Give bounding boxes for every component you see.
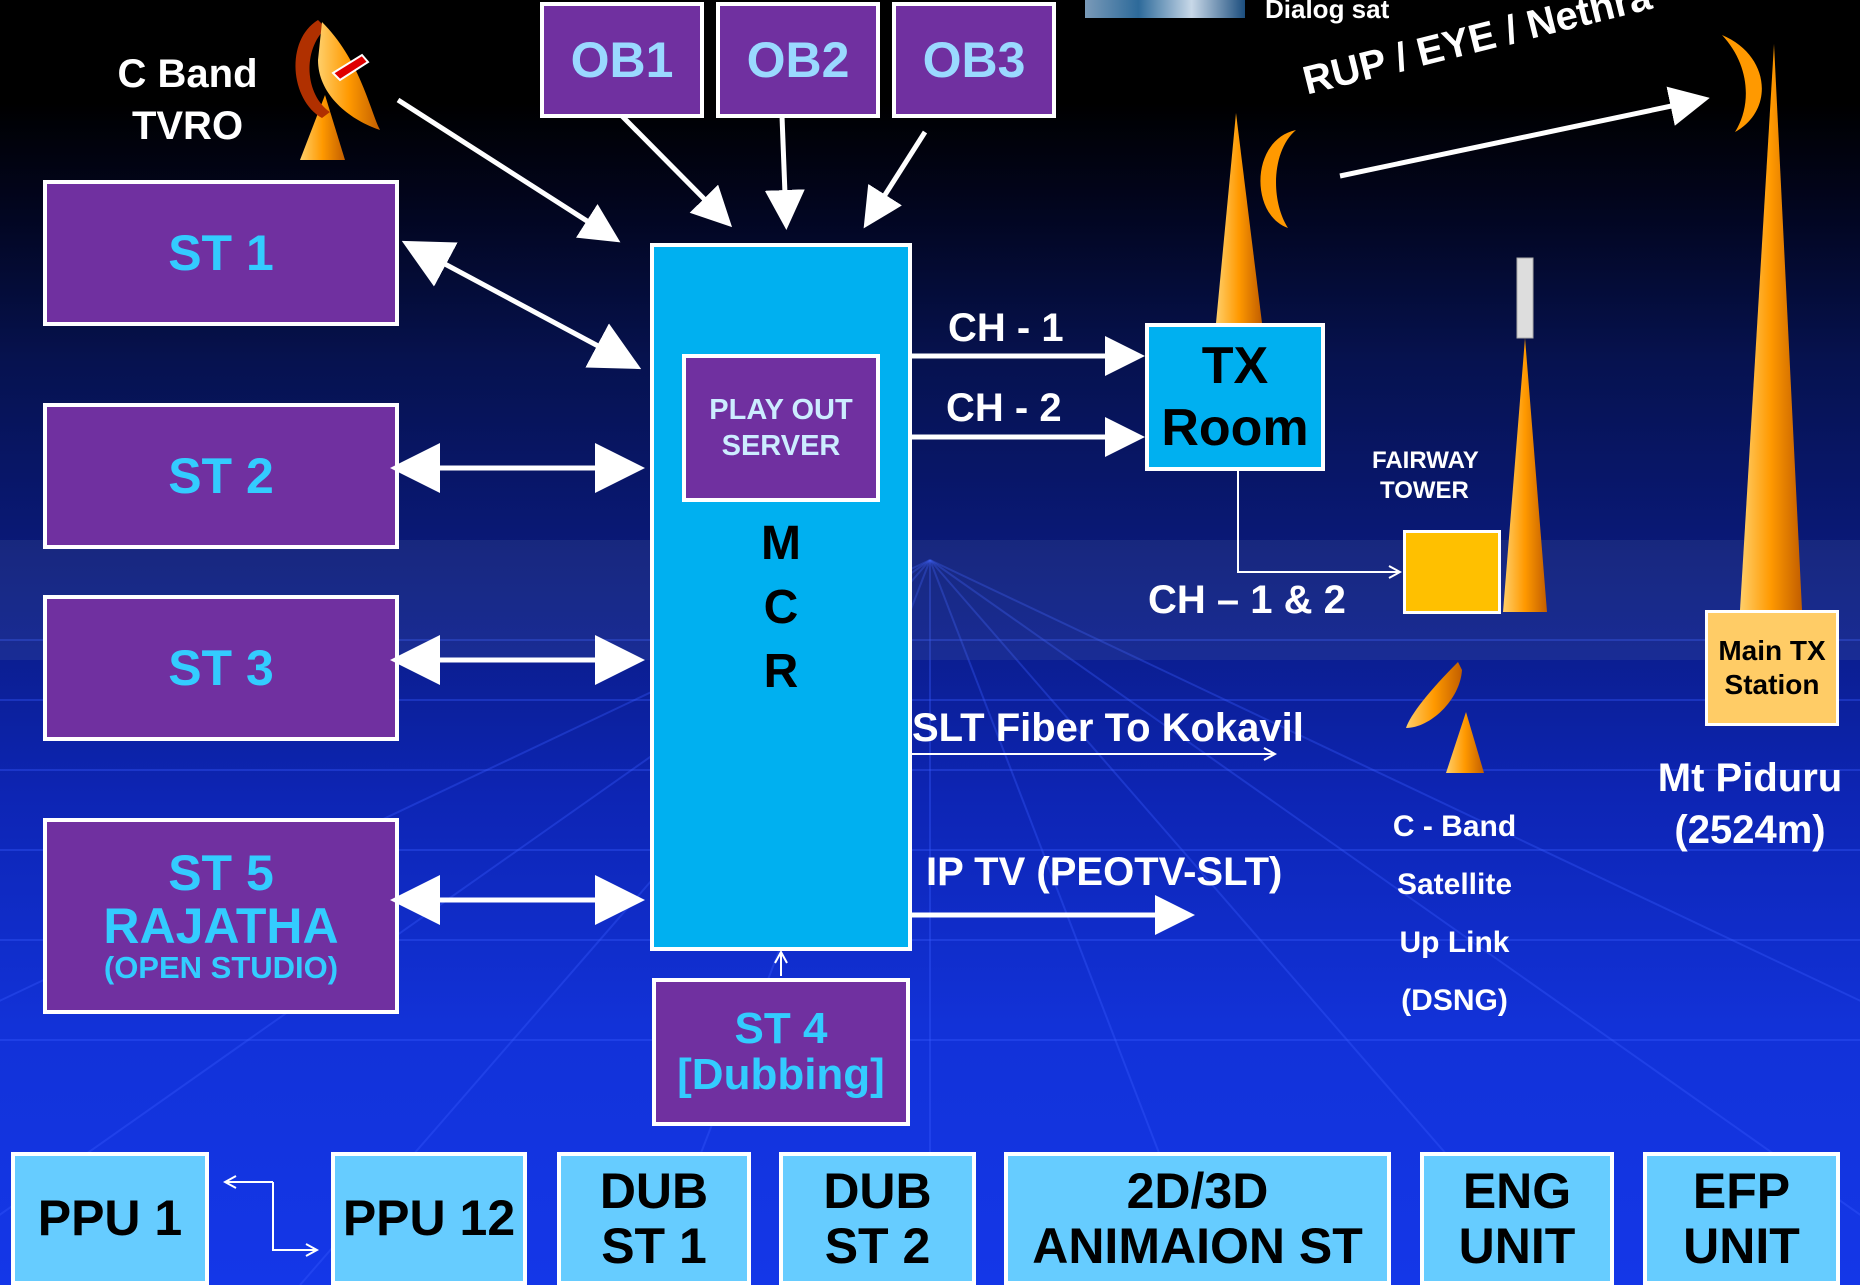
ppu-range-arrow (215, 1170, 325, 1260)
ch12-label: CH – 1 & 2 (1148, 578, 1346, 622)
ppu1-box[interactable]: PPU 1 (11, 1152, 209, 1285)
ob1-box[interactable]: OB1 (540, 2, 704, 118)
mt-piduru-label: Mt Piduru (2524m) (1657, 756, 1843, 852)
input-arrows (390, 97, 928, 925)
uplink-label: C - Band Satellite Up Link (DSNG) (1392, 810, 1517, 1017)
efp-unit-box[interactable]: EFP UNIT (1643, 1152, 1840, 1285)
dub-st1-box[interactable]: DUB ST 1 (557, 1152, 751, 1285)
ch2-label: CH - 2 (946, 386, 1062, 430)
st5-box[interactable]: ST 5 RAJATHA (OPEN STUDIO) (43, 818, 399, 1014)
main-tx-tower-icon (1722, 35, 1802, 610)
tx-room-box[interactable]: TX Room (1145, 323, 1325, 471)
dialog-sat-image (1085, 0, 1245, 18)
ob2-box[interactable]: OB2 (716, 2, 880, 118)
ppu12-box[interactable]: PPU 12 (331, 1152, 527, 1285)
st2-box[interactable]: ST 2 (43, 403, 399, 549)
dub-st2-box[interactable]: DUB ST 2 (779, 1152, 976, 1285)
st1-box[interactable]: ST 1 (43, 180, 399, 326)
c-band-tvro-label: C Band TVRO (117, 52, 258, 148)
tvro-dish-icon (295, 20, 380, 160)
tx-room-tower-icon (1216, 113, 1296, 323)
dialog-sat-label: Dialog sat (1265, 0, 1390, 24)
st4-box[interactable]: ST 4 [Dubbing] (652, 978, 910, 1126)
fairway-tower-icon (1503, 257, 1547, 612)
ob3-box[interactable]: OB3 (892, 2, 1056, 118)
fairway-tower-label: FAIRWAY TOWER (1372, 447, 1479, 504)
fairway-tower-box[interactable] (1403, 530, 1501, 614)
playout-server-box[interactable]: PLAY OUT SERVER (682, 354, 880, 502)
mcr-letters: M C R (761, 517, 801, 698)
main-tx-station-box[interactable]: Main TX Station (1705, 610, 1839, 726)
eng-unit-box[interactable]: ENG UNIT (1420, 1152, 1614, 1285)
ch1-label: CH - 1 (948, 306, 1064, 350)
animation-st-box[interactable]: 2D/3D ANIMAION ST (1004, 1152, 1391, 1285)
uplink-dish-icon (1406, 662, 1484, 773)
iptv-label: IP TV (PEOTV-SLT) (926, 850, 1283, 894)
output-arrows (912, 86, 1710, 935)
slt-fiber-label: SLT Fiber To Kokavil (912, 706, 1304, 750)
